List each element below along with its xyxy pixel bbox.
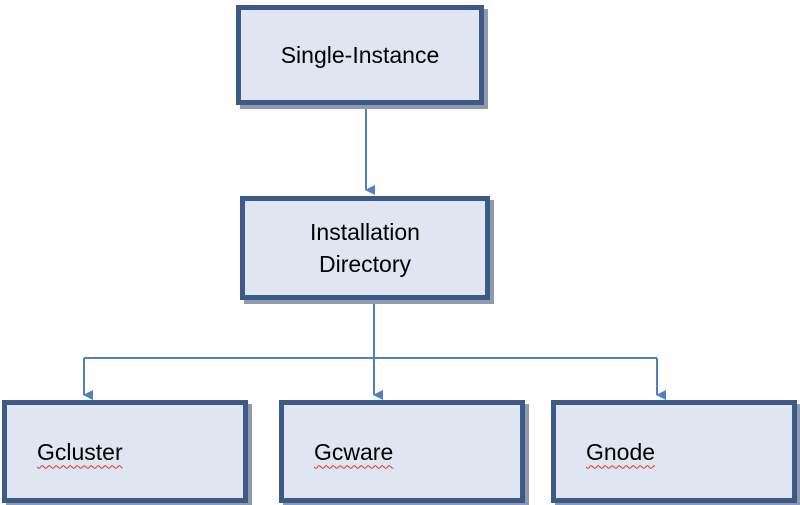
single-instance-node: Single-Instance [236,5,484,105]
gnode-label: Gnode [586,438,656,465]
single-instance-label: Single-Instance [280,42,440,68]
gcluster-node: Gcluster [2,400,248,503]
installation-directory-label-line2: Directory [318,251,411,277]
gnode-node: Gnode [551,400,797,503]
gcluster-label: Gcluster [37,438,123,465]
gcware-label: Gcware [314,438,394,465]
installation-directory-node: Installation Directory [240,196,490,300]
installation-directory-label-line1: Installation [310,219,420,245]
gcware-node: Gcware [279,400,525,503]
